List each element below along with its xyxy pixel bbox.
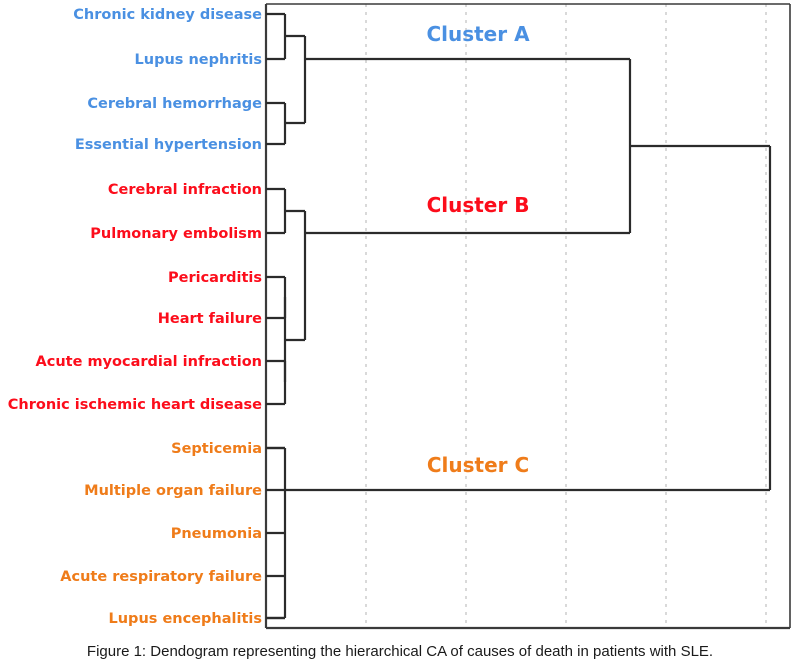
leaf-label-1: Lupus nephritis [135,52,262,68]
gridlines-group [365,4,767,628]
leaf-label-5: Pulmonary embolism [90,226,262,242]
leaf-label-14: Lupus encephalitis [109,611,263,627]
cluster-title-b: Cluster B [427,193,530,217]
leaf-label-9: Chronic ischemic heart disease [8,397,262,413]
leaf-label-4: Cerebral infraction [108,182,262,198]
cluster-titles-group: Cluster A Cluster B Cluster C [426,22,530,477]
plot-background-group [266,4,790,628]
leaf-label-2: Cerebral hemorrhage [87,96,262,112]
leaf-label-8: Acute myocardial infraction [36,354,262,370]
leaf-label-10: Septicemia [171,441,262,457]
leaf-label-11: Multiple organ failure [84,483,262,499]
dendrogram-links-group [266,12,772,620]
leaf-label-7: Heart failure [158,311,262,327]
leaf-label-12: Pneumonia [171,526,262,542]
figure-caption: Figure 1: Dendogram representing the hie… [86,643,714,660]
leaf-label-13: Acute respiratory failure [60,569,262,585]
cluster-title-c: Cluster C [427,453,529,477]
plot-background [266,4,790,628]
merge-clusterA-subgroups [285,34,307,125]
leaf-label-6: Pericarditis [168,270,262,286]
cluster-title-a: Cluster A [426,22,530,46]
leaf-label-0: Chronic kidney disease [73,7,262,23]
axis-frame-group [264,3,791,630]
leaf-label-3: Essential hypertension [75,137,262,153]
